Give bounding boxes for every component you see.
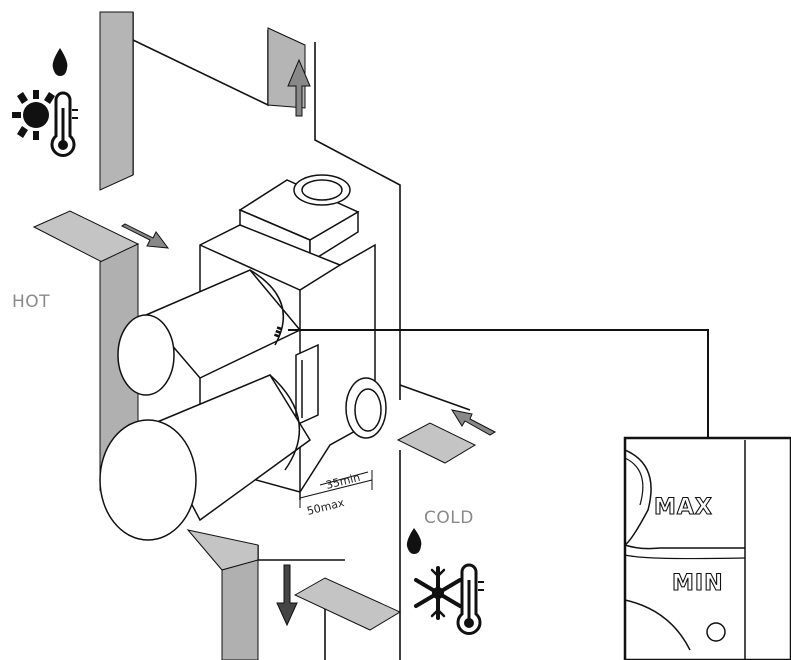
sun-icon: [12, 90, 55, 140]
snowflake-icon: [414, 566, 462, 620]
dimension-min-label: 35min: [325, 471, 362, 492]
cold-label: COLD: [424, 508, 474, 528]
leader-line: [288, 329, 709, 438]
water-drop-icon: [52, 48, 68, 76]
inset-min-label: MIN: [672, 571, 724, 596]
dimension-max-label: 50max: [306, 496, 346, 518]
hot-inlet-arrow-icon: [121, 223, 170, 249]
flow-arrows: [121, 58, 497, 627]
brand-logo: ▮▮▮: [272, 325, 284, 339]
cold-water-drop-icon: [406, 528, 422, 554]
inset-max-label: MAX: [654, 495, 713, 520]
hot-water-icon-group: [12, 48, 78, 157]
detail-inset: [623, 436, 791, 660]
cold-thermometer-icon: [456, 563, 484, 635]
hot-label: HOT: [12, 292, 51, 312]
dimension-lines: [299, 470, 373, 508]
cold-water-icon-group: [406, 528, 484, 635]
cold-inlet-arrow-icon: [450, 409, 497, 436]
outlet-down-arrow-icon: [276, 564, 298, 627]
outlet-up-arrow-icon: [287, 58, 311, 117]
thermometer-icon: [50, 91, 78, 157]
valve-body: [99, 174, 387, 541]
